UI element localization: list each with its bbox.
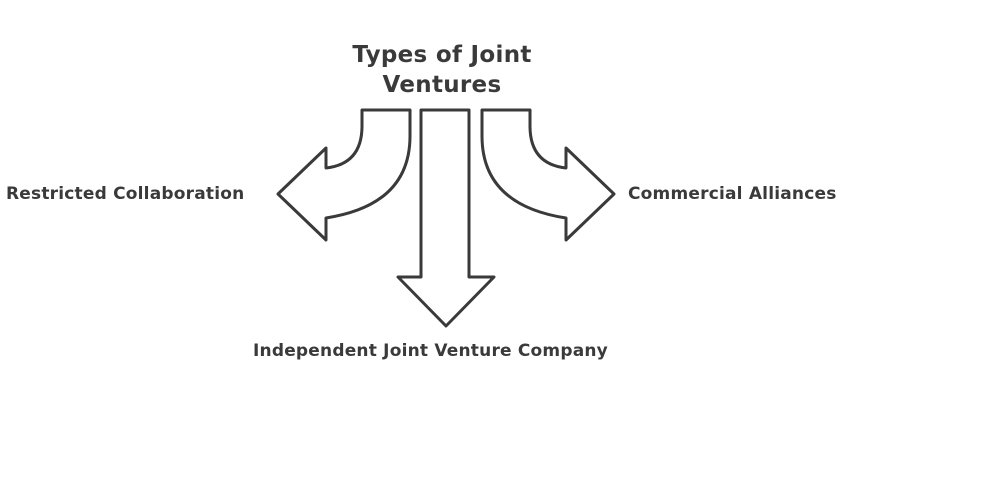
down-arrow	[396, 108, 496, 328]
right-curved-arrow	[480, 108, 616, 242]
branch-label-right: Commercial Alliances	[628, 184, 837, 204]
title-line-2: Ventures	[382, 72, 502, 98]
left-curved-arrow	[276, 108, 412, 242]
branch-label-left: Restricted Collaboration	[6, 184, 245, 204]
title-line-1: Types of Joint	[352, 42, 532, 68]
diagram-title: Types of Joint Ventures	[322, 40, 562, 100]
branch-label-bottom: Independent Joint Venture Company	[253, 341, 608, 361]
